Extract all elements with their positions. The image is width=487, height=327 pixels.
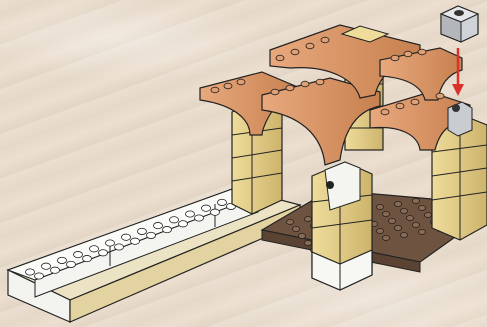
stud	[202, 205, 211, 211]
installed-grey-bracket	[448, 102, 472, 136]
stud	[376, 228, 383, 233]
stud	[382, 211, 389, 216]
stud	[83, 255, 92, 261]
stud	[424, 212, 431, 217]
front-tan-pillar	[312, 162, 372, 290]
stud	[74, 251, 83, 257]
stud	[388, 218, 395, 223]
stud	[286, 85, 294, 91]
stud	[396, 103, 404, 109]
stud	[406, 215, 413, 220]
stud	[436, 93, 444, 99]
stud	[304, 240, 311, 245]
grey-bracket-brick-icon	[441, 6, 478, 42]
stud	[67, 261, 76, 267]
stud	[170, 217, 179, 223]
stud	[394, 225, 401, 230]
stud	[35, 273, 44, 279]
stud	[26, 269, 35, 275]
stud	[179, 221, 188, 227]
stud	[316, 79, 324, 85]
stud	[237, 79, 245, 85]
stud	[211, 87, 219, 93]
stud	[418, 205, 425, 210]
stud	[58, 257, 67, 263]
stud	[138, 228, 147, 234]
stud	[276, 55, 284, 61]
stud	[298, 233, 305, 238]
stud	[304, 216, 311, 221]
stud	[147, 232, 156, 238]
stud	[391, 55, 399, 61]
stud	[291, 49, 299, 55]
stud	[418, 49, 426, 55]
stud	[51, 267, 60, 273]
stud	[186, 211, 195, 217]
stud	[400, 208, 407, 213]
stud	[412, 198, 419, 203]
stud	[106, 240, 115, 246]
stud	[306, 43, 314, 49]
stud	[154, 222, 163, 228]
stud	[224, 83, 232, 89]
stud	[195, 215, 204, 221]
stud	[292, 226, 299, 231]
stud	[321, 37, 329, 43]
stud	[115, 244, 124, 250]
stud	[271, 89, 279, 95]
stud	[163, 226, 172, 232]
stud	[400, 232, 407, 237]
stud	[90, 246, 99, 252]
stud	[376, 204, 383, 209]
stud	[99, 250, 108, 256]
stud	[286, 219, 293, 224]
stud	[218, 199, 227, 205]
stud	[131, 238, 140, 244]
stud	[404, 51, 412, 57]
stud	[412, 222, 419, 227]
stud	[394, 201, 401, 206]
stud	[382, 235, 389, 240]
stud	[301, 81, 309, 87]
stud	[381, 109, 389, 115]
stud	[411, 99, 419, 105]
stud	[122, 234, 131, 240]
stud	[211, 209, 220, 215]
stud	[42, 263, 51, 269]
stud	[418, 229, 425, 234]
